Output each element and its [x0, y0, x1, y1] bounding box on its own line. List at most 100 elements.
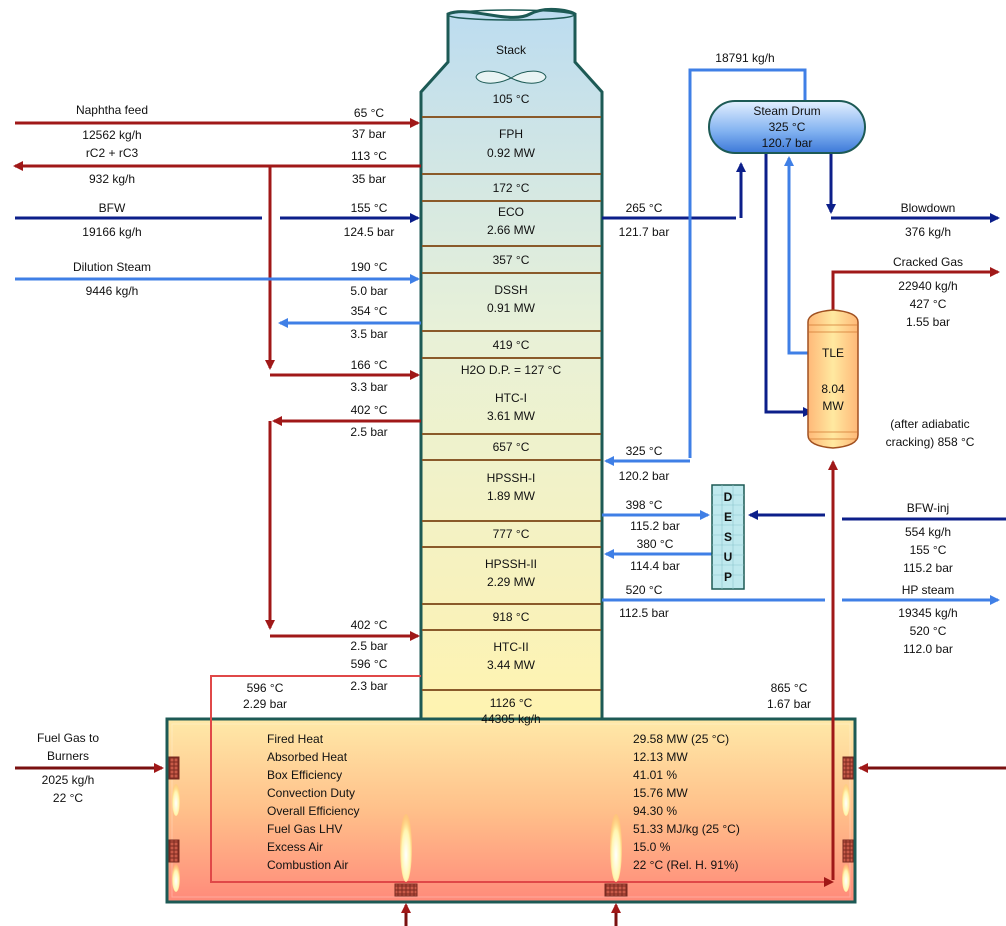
fuel-gas-temp: 22 °C — [53, 791, 83, 805]
dssh-name: DSSH — [494, 283, 527, 297]
cracked-gas-flow: 22940 kg/h — [898, 279, 957, 293]
hpssh2-name: HPSSH-II — [485, 557, 537, 571]
radiant-box — [165, 717, 857, 904]
dilution-label: Dilution Steam — [73, 260, 151, 274]
summary-value: 22 °C (Rel. H. 91%) — [633, 858, 739, 872]
fuel-gas-line1: Fuel Gas to — [37, 731, 99, 745]
hp-steam-press: 112.0 bar — [903, 642, 953, 656]
summary-value: 51.33 MJ/kg (25 °C) — [633, 822, 740, 836]
bfw-inj-line — [748, 510, 1006, 521]
hp-steam-temp: 520 °C — [910, 624, 947, 638]
tle-exchanger: TLE 8.04 MW — [807, 309, 859, 449]
tle-duty-unit: MW — [822, 399, 844, 413]
temp-419: 419 °C — [493, 338, 530, 352]
stack-fan-icon — [475, 70, 547, 84]
dilution-press: 5.0 bar — [350, 284, 387, 298]
eco-out-press: 121.7 bar — [619, 225, 670, 239]
bottom-temp: 1126 °C — [490, 696, 533, 710]
desup-out-press: 114.4 bar — [630, 559, 680, 573]
temp-657: 657 °C — [493, 440, 530, 454]
summary-value: 15.0 % — [633, 840, 671, 854]
eco-name: ECO — [498, 205, 524, 219]
eco-duty: 2.66 MW — [487, 223, 536, 237]
eco-out-temp: 265 °C — [626, 201, 663, 215]
htc2-out-temp: 596 °C — [351, 657, 388, 671]
h2o-dewpoint: H2O D.P. = 127 °C — [461, 363, 562, 377]
summary-value: 94.30 % — [633, 804, 677, 818]
rc2rc3-flow: 932 kg/h — [89, 172, 135, 186]
htc2-out-press: 2.3 bar — [350, 679, 387, 693]
temp-172: 172 °C — [493, 181, 530, 195]
summary-value: 12.13 MW — [633, 750, 688, 764]
summary-value: 15.76 MW — [633, 786, 688, 800]
fuel-gas-line2: Burners — [47, 749, 89, 763]
naphtha-temp: 65 °C — [354, 106, 384, 120]
radiant-out-temp: 865 °C — [771, 681, 808, 695]
fph-duty: 0.92 MW — [487, 146, 536, 160]
tle-riser-line — [784, 156, 812, 355]
summary-label: Convection Duty — [267, 786, 355, 800]
dilution-flow: 9446 kg/h — [86, 284, 139, 298]
hpssh1-in-temp: 325 °C — [626, 444, 663, 458]
bfw-flow: 19166 kg/h — [82, 225, 141, 239]
hpssh1-in-press: 120.2 bar — [619, 469, 670, 483]
radiant-out-press: 1.67 bar — [767, 697, 811, 711]
steam-drum: Steam Drum 325 °C 120.7 bar — [708, 100, 866, 154]
steam-drum-label: Steam Drum — [753, 104, 820, 118]
dssh-duty: 0.91 MW — [487, 301, 536, 315]
htc1-in-press: 3.3 bar — [350, 380, 387, 394]
hp-out-temp: 520 °C — [626, 583, 663, 597]
temp-777: 777 °C — [493, 527, 530, 541]
fuel-gas-flow: 2025 kg/h — [42, 773, 95, 787]
desuperheater: D E S U P — [711, 484, 745, 590]
air-inlet-lines — [401, 763, 1006, 926]
section-dividers — [422, 116, 601, 691]
summary-table: Fired Heat 29.58 MW (25 °C) Absorbed Hea… — [267, 732, 740, 872]
fph-name: FPH — [499, 127, 523, 141]
htc-crossover-line — [265, 416, 421, 641]
bfw-press: 124.5 bar — [344, 225, 395, 239]
desup-letter-d: D — [724, 490, 733, 504]
htc2-name: HTC-II — [493, 640, 528, 654]
hpssh2-duty: 2.29 MW — [487, 575, 536, 589]
adiabatic-line2: cracking) 858 °C — [886, 435, 975, 449]
naphtha-flow: 12562 kg/h — [82, 128, 141, 142]
naphtha-press: 37 bar — [352, 127, 386, 141]
bottom-flow: 44305 kg/h — [481, 712, 540, 726]
drum-vapor-flow: 18791 kg/h — [715, 51, 774, 65]
stack-top-temp: 105 °C — [493, 92, 530, 106]
temp-357: 357 °C — [493, 253, 530, 267]
cracked-gas-press: 1.55 bar — [906, 315, 950, 329]
stack-label: Stack — [496, 43, 527, 57]
dsh-out-temp: 354 °C — [351, 304, 388, 318]
desup-letter-u: U — [724, 550, 733, 564]
drum-vapor-line — [604, 68, 807, 466]
dilution-temp: 190 °C — [351, 260, 388, 274]
bfw-inj-press: 115.2 bar — [903, 561, 953, 575]
summary-value: 41.01 % — [633, 768, 677, 782]
radiant-coil-line — [210, 460, 838, 887]
hpssh1-name: HPSSH-I — [487, 471, 536, 485]
radiant-in-press: 2.29 bar — [243, 697, 287, 711]
tle-duty-value: 8.04 — [821, 382, 845, 396]
desup-letter-s: S — [724, 530, 732, 544]
htc2-in-temp: 402 °C — [351, 618, 388, 632]
htc1-duty: 3.61 MW — [487, 409, 536, 423]
rc2rc3-temp: 113 °C — [351, 149, 387, 163]
blowdown-label: Blowdown — [901, 201, 956, 215]
htc1-in-temp: 166 °C — [351, 358, 388, 372]
htc2-in-press: 2.5 bar — [350, 639, 387, 653]
adiabatic-line1: (after adiabatic — [890, 417, 969, 431]
temp-918: 918 °C — [493, 610, 530, 624]
htc1-name: HTC-I — [495, 391, 527, 405]
cracked-gas-temp: 427 °C — [910, 297, 947, 311]
blowdown-line — [826, 152, 1000, 223]
htc2-duty: 3.44 MW — [487, 658, 536, 672]
desup-in-temp: 398 °C — [626, 498, 663, 512]
dilution-steam-line — [15, 274, 421, 328]
hp-steam-flow: 19345 kg/h — [898, 606, 957, 620]
naphtha-label: Naphtha feed — [76, 103, 148, 117]
desup-out-temp: 380 °C — [637, 537, 674, 551]
summary-label: Box Efficiency — [267, 768, 342, 782]
summary-label: Overall Efficiency — [267, 804, 359, 818]
